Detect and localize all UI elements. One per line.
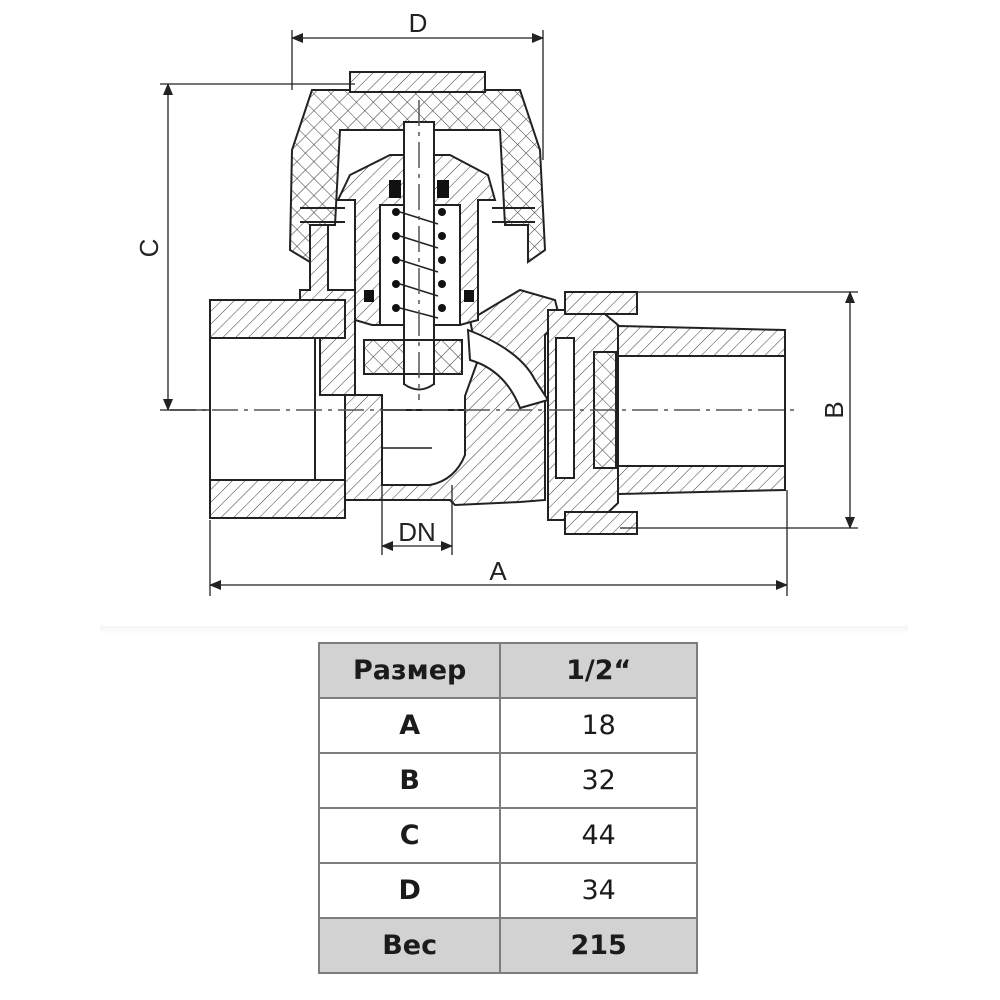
dimension-label-a: A	[489, 556, 507, 586]
row-name: A	[317, 697, 502, 754]
union-tailpiece	[547, 291, 786, 535]
table-row: B 32	[317, 752, 698, 809]
dimension-lines	[160, 30, 858, 596]
section-divider	[100, 626, 908, 634]
dimension-label-c: C	[134, 239, 164, 258]
row-value: 44	[499, 807, 698, 864]
row-name: B	[317, 752, 502, 809]
table-row: D 34	[317, 862, 698, 919]
row-value: 34	[499, 862, 698, 919]
dimension-label-dn: DN	[398, 517, 436, 547]
dimensions-table: Размер 1/2“ A 18 B 32 C 44 D 34 Вес 215	[317, 642, 698, 974]
weight-label: Вес	[317, 917, 502, 974]
dimension-label-b: B	[819, 401, 849, 418]
row-value: 18	[499, 697, 698, 754]
table-footer-row: Вес 215	[317, 917, 698, 974]
table-header-name: Размер	[317, 642, 502, 699]
weight-value: 215	[499, 917, 698, 974]
row-name: C	[317, 807, 502, 864]
table-header-row: Размер 1/2“	[317, 642, 698, 699]
inlet-port	[209, 299, 346, 519]
valve-section-drawing: A B C D DN	[134, 8, 858, 596]
centre-lines	[170, 100, 800, 411]
table-row: A 18	[317, 697, 698, 754]
table-row: C 44	[317, 807, 698, 864]
row-name: D	[317, 862, 502, 919]
dimension-label-d: D	[409, 8, 428, 38]
table-header-value: 1/2“	[499, 642, 698, 699]
row-value: 32	[499, 752, 698, 809]
